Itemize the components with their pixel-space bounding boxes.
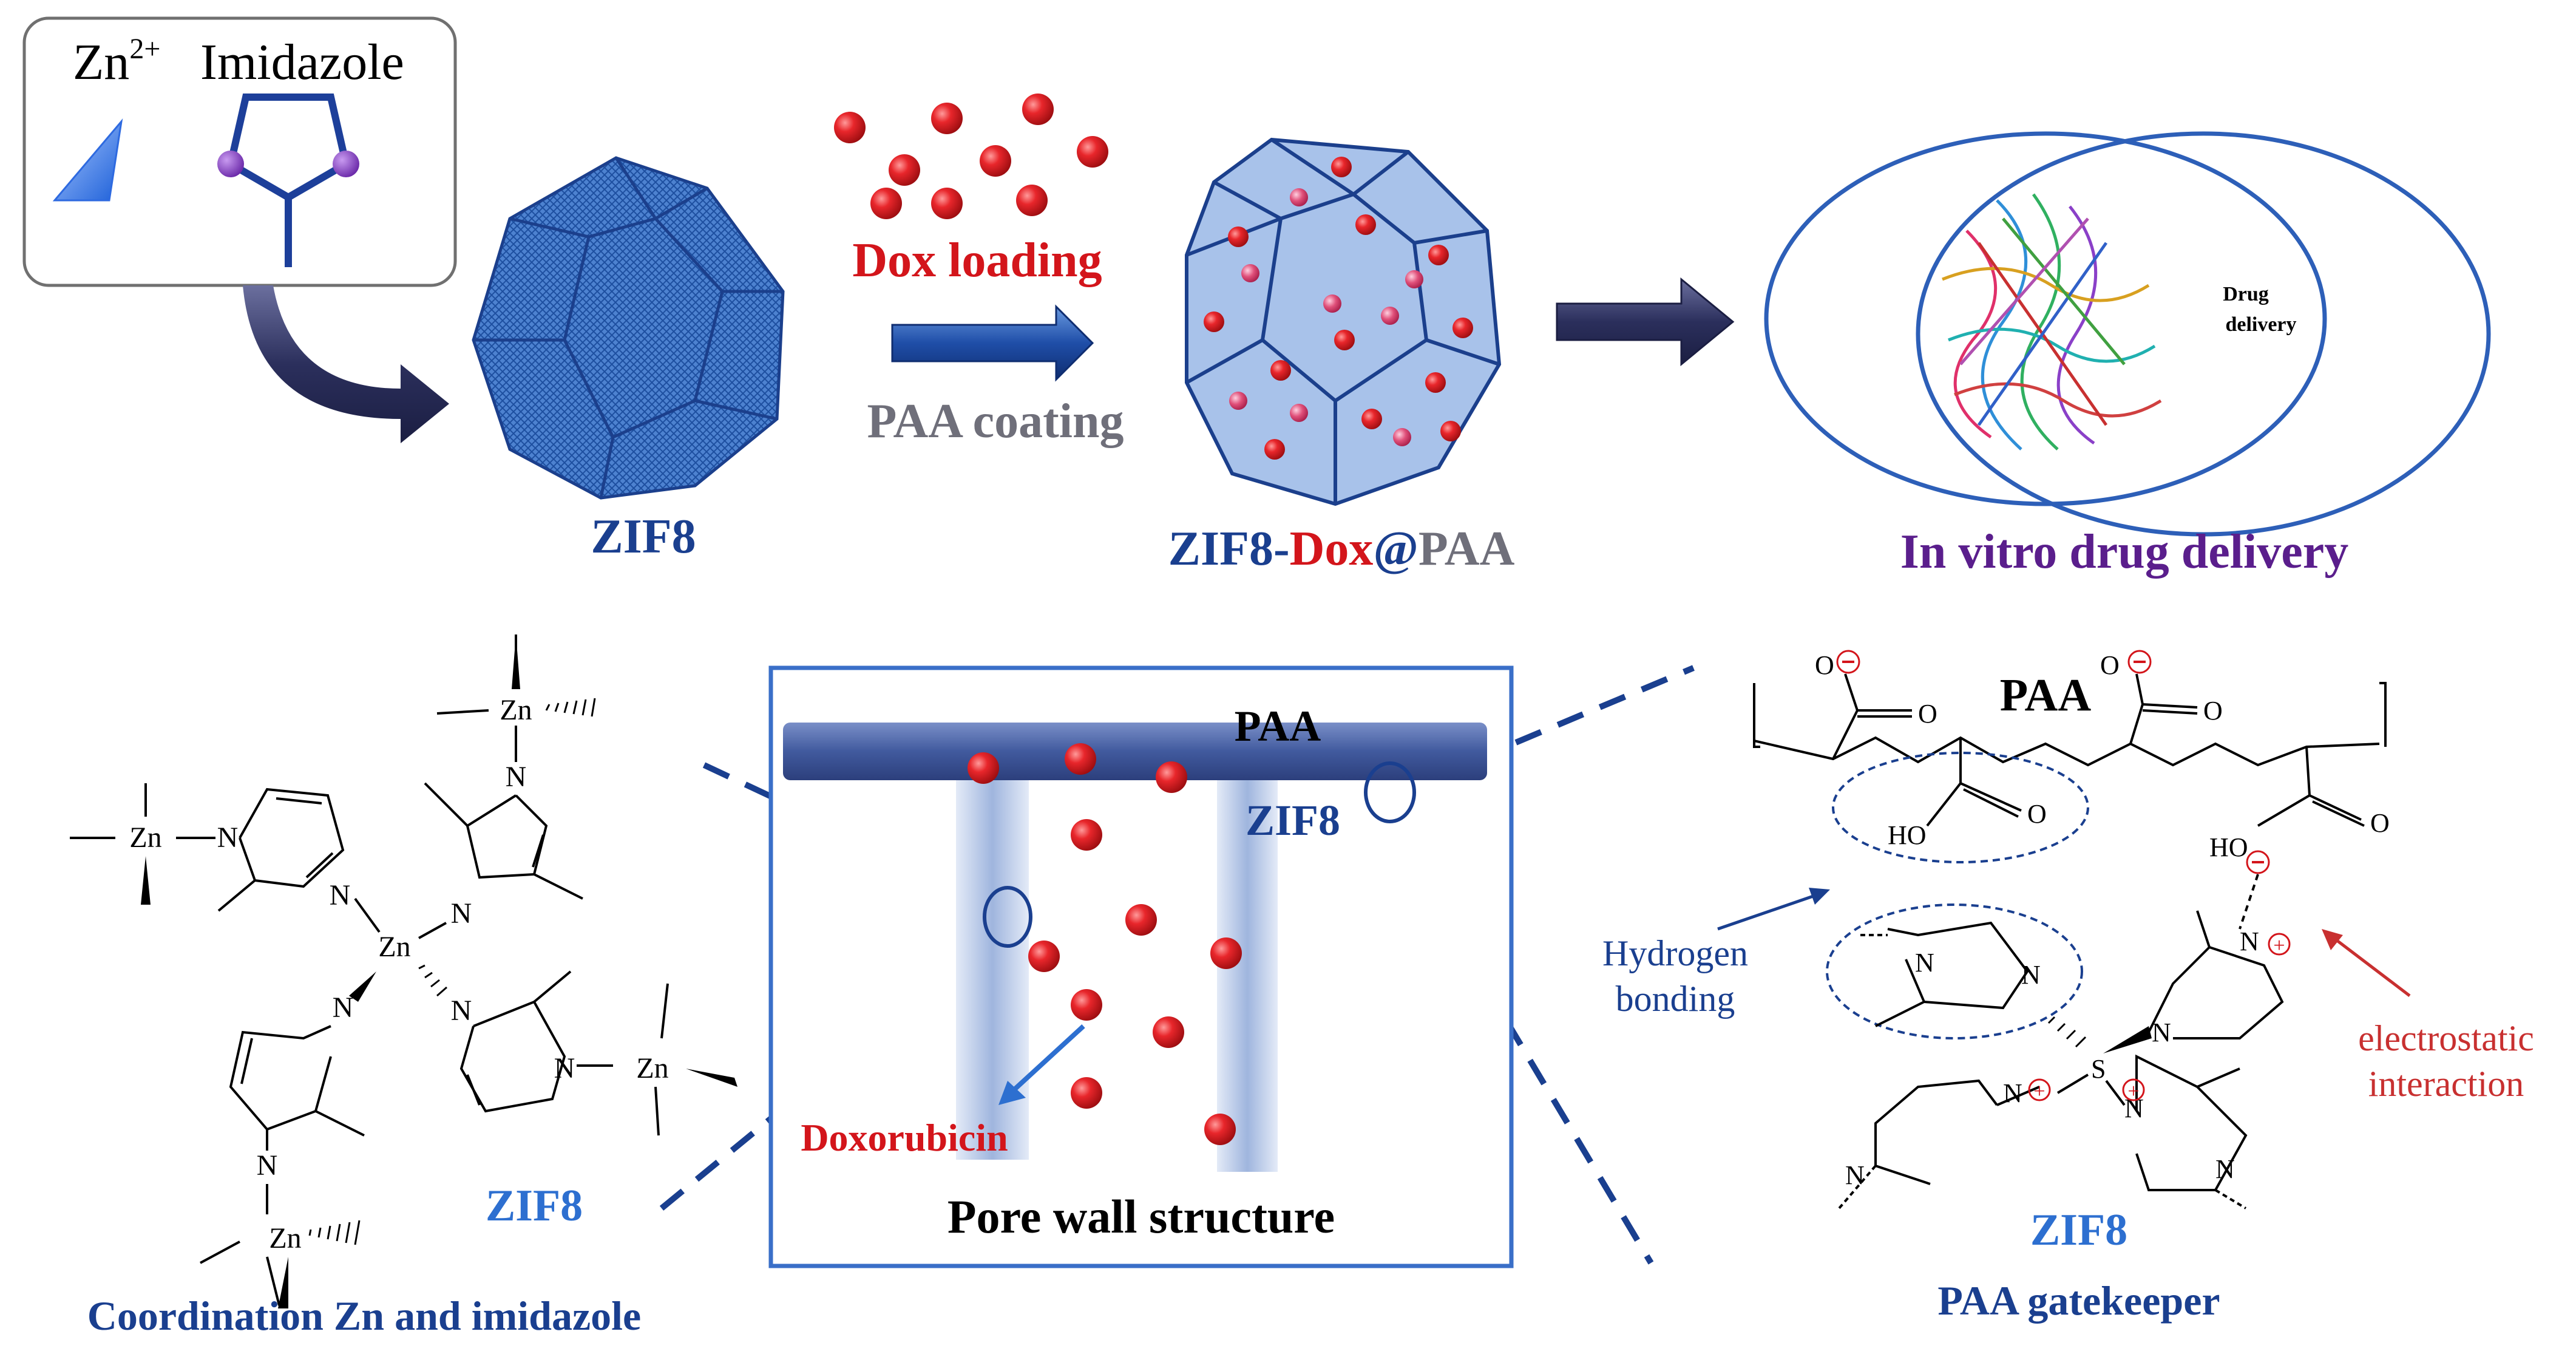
s-atom-label: S <box>2091 1054 2106 1084</box>
dox-molecules-cluster <box>834 94 1108 219</box>
paa-bar-label: PAA <box>1235 702 1321 750</box>
pore-wall-caption: Pore wall structure <box>947 1190 1335 1243</box>
n-atom-label: N <box>333 992 354 1024</box>
electrostatic-arrow <box>2322 929 2411 997</box>
doxorubicin-pointer-arrow <box>998 1024 1085 1105</box>
zif8-wall-label: ZIF8 <box>1246 796 1340 845</box>
zif8-dox-paa-crystal <box>1185 137 1502 506</box>
n-atom-label: N <box>451 897 472 930</box>
n-atom-label: N <box>2152 1018 2171 1047</box>
zif8-label: ZIF8 <box>591 510 696 563</box>
zn-atom-label: Zn <box>636 1052 668 1084</box>
zn-atom-label: Zn <box>378 931 410 963</box>
oxygen-atom-label: O <box>1918 699 1937 729</box>
pore-wall-panel: PAA ZIF8 Doxorubicin Pore wall structure <box>768 665 1514 1268</box>
oxygen-atom-label: O <box>2027 799 2047 829</box>
paa-coating-bar <box>783 723 1487 780</box>
oxygen-atom-label: O <box>2203 696 2223 726</box>
pore-circle-markers <box>983 761 1416 948</box>
dox-loading-label: Dox loading <box>852 234 1102 287</box>
imidazole-label: Imidazole <box>200 34 404 90</box>
dna-origami-icon <box>1942 193 2162 451</box>
svg-text:+: + <box>2273 934 2285 957</box>
n-atom-label: N <box>2003 1078 2022 1108</box>
curved-arrow-icon <box>243 285 449 443</box>
doxorubicin-label: Doxorubicin <box>801 1116 1008 1159</box>
n-atom-label: N <box>2215 1154 2235 1184</box>
svg-text:+: + <box>2033 1080 2045 1103</box>
zif8-dox-paa-label: ZIF8-Dox@PAA <box>1168 522 1515 576</box>
delivery-arrow-icon <box>1556 277 1735 367</box>
hydrogen-bonding-arrow <box>1717 888 1830 931</box>
in-vitro-label: In vitro drug delivery <box>1900 525 2349 579</box>
zn-atom-label: Zn <box>129 822 161 854</box>
zn-tetrahedron-icon <box>52 118 123 202</box>
process-arrow-icon <box>891 304 1094 382</box>
zn-atom-label: Zn <box>500 694 532 726</box>
n-atom-label: N <box>2240 927 2259 956</box>
interaction-label: interaction <box>2368 1064 2524 1104</box>
svg-text:+: + <box>2127 1080 2139 1103</box>
n-atom-label: N <box>1915 948 1934 978</box>
n-atom-label: N <box>506 761 527 793</box>
electrostatic-label: electrostatic <box>2358 1018 2534 1058</box>
oxygen-atom-label: O <box>2100 650 2120 680</box>
nitrogen-dot-icon <box>217 151 244 177</box>
doxorubicin-molecules <box>968 743 1242 1145</box>
bonding-label: bonding <box>1616 979 1735 1019</box>
zif8-crystal <box>472 156 785 500</box>
oxygen-atom-label: O <box>2370 808 2390 838</box>
n-atom-label: N <box>330 879 351 911</box>
zn-atom-label: Zn <box>269 1222 301 1254</box>
zif8-coordination-label: ZIF8 <box>486 1181 583 1231</box>
delivery-label: delivery <box>2225 313 2296 336</box>
n-atom-label: N <box>1845 1160 1865 1190</box>
ho-group-label: HO <box>2209 832 2248 862</box>
n-atom-label: N <box>2021 960 2041 990</box>
zn-imidazole-legend-box: Zn2+ Imidazole <box>22 16 457 287</box>
hydrogen-bond-ellipses <box>1826 752 2089 1039</box>
drug-label: Drug <box>2223 283 2269 305</box>
drug-delivery-illustration: Drug delivery <box>1764 131 2491 537</box>
zif8-gatekeeper-label: ZIF8 <box>2030 1205 2127 1255</box>
n-atom-label: N <box>257 1149 278 1182</box>
nitrogen-dot-icon <box>333 151 359 177</box>
paa-gatekeeper-caption: PAA gatekeeper <box>1937 1277 2220 1324</box>
paa-coating-label: PAA coating <box>867 395 1124 448</box>
paa-gatekeeper-structure: PAA O O O O HO <box>1753 650 2390 1209</box>
oxygen-atom-label: O <box>1815 650 1834 680</box>
hydrogen-label: Hydrogen <box>1602 933 1748 973</box>
n-atom-label: N <box>217 822 239 854</box>
n-atom-label: N <box>554 1052 575 1084</box>
coordination-caption: Coordination Zn and imidazole <box>87 1293 642 1339</box>
zn-ion-label: Zn2+ <box>73 33 160 90</box>
paa-polymer-label: PAA <box>2000 670 2092 721</box>
n-atom-label: N <box>451 995 472 1027</box>
ho-group-label: HO <box>1888 820 1927 850</box>
coordination-structure: Zn N N Zn N N Zn <box>70 634 737 1308</box>
